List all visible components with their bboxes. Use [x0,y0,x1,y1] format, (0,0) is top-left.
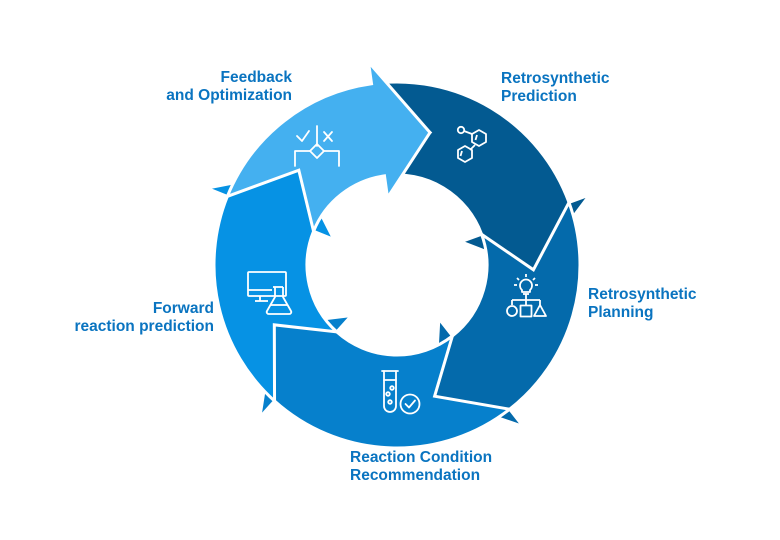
label-line: Retrosynthetic [588,286,697,303]
molecule-icon [455,124,495,166]
test-tube-check-icon [376,368,426,418]
label-retrosynthetic-planning: Retrosynthetic Planning [588,286,697,322]
label-line: Prediction [501,88,577,105]
label-feedback-and-optimization: Feedback and Optimization [166,69,292,105]
label-line: Recommendation [350,467,481,484]
label-reaction-condition-recommendation: Reaction Condition Recommendation [350,449,492,485]
label-line: Feedback [220,69,292,86]
arrow-segment-feedback [224,57,432,237]
label-forward-reaction-prediction: Forward reaction prediction [74,300,214,336]
check-cross-decision-icon [292,124,344,168]
label-line: Reaction Condition [350,449,493,466]
label-line: Planning [588,304,654,321]
lightbulb-shapes-icon [503,273,549,319]
label-line: reaction prediction [74,318,214,335]
label-line: Forward [152,300,214,317]
label-line: and Optimization [166,87,292,104]
label-line: Retrosynthetic [501,70,610,87]
monitor-flask-icon [246,269,296,319]
label-retrosynthetic-prediction: Retrosynthetic Prediction [501,70,610,106]
